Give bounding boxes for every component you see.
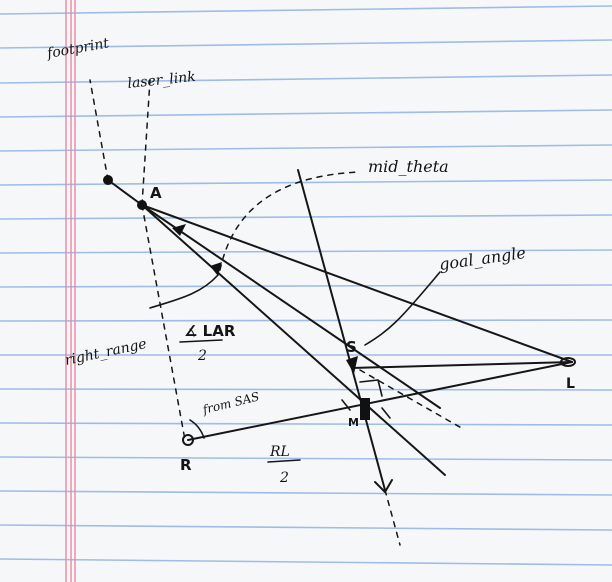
mid-theta-arc — [219, 171, 361, 271]
tick-right — [381, 407, 391, 419]
line-a-to-l — [141, 204, 573, 363]
footprint-point — [103, 175, 113, 185]
label-point-m: M — [348, 416, 359, 429]
ruled-lines — [0, 5, 612, 566]
tick-left — [341, 399, 351, 411]
label-rl-numerator: RL — [269, 444, 290, 460]
label-point-s: S — [346, 338, 357, 356]
wedge-mid — [210, 262, 222, 276]
label-laser-link: laser_link — [127, 69, 197, 92]
label-rl-denominator: 2 — [279, 470, 289, 486]
base-segment — [107, 179, 143, 206]
label-point-a: A — [150, 184, 162, 202]
label-goal-angle: goal_angle — [438, 243, 527, 274]
angle-extension — [359, 369, 466, 431]
laser-link-ray — [141, 79, 151, 206]
label-lar-numerator: ∡ LAR — [184, 322, 236, 340]
point-a-dot — [137, 200, 147, 210]
perpendicular-line — [297, 169, 386, 491]
point-r-dot — [182, 434, 194, 446]
line-a-to-s — [141, 204, 441, 409]
rl-fraction-bar — [267, 459, 301, 463]
marker-m — [360, 398, 370, 420]
label-point-l: L — [566, 376, 575, 392]
line-s-to-l — [351, 361, 573, 369]
arrow-head — [374, 479, 393, 493]
r-angle-mark — [189, 419, 205, 439]
point-l-dot — [560, 357, 576, 367]
label-from-sas: from SAS — [200, 389, 260, 417]
perpendicular-extension — [384, 489, 401, 546]
right-range-ray — [141, 204, 186, 441]
label-footprint: footprint — [45, 35, 111, 62]
lar-fraction-bar — [179, 339, 223, 343]
right-angle-mark — [359, 379, 383, 397]
line-r-to-l — [187, 361, 573, 441]
margin-lines — [65, 0, 76, 582]
label-right-range: right_range — [64, 336, 149, 369]
lar-angle-arc — [149, 274, 219, 309]
footprint-ray — [89, 79, 109, 181]
goal-angle-pointer — [364, 271, 441, 346]
label-mid-theta: mid_theta — [368, 157, 449, 176]
line-a-to-m — [141, 204, 446, 476]
label-point-r: R — [180, 456, 192, 474]
wedge-s — [346, 356, 358, 374]
label-lar-denominator: 2 — [197, 348, 207, 364]
wedge-near-a — [172, 224, 186, 236]
